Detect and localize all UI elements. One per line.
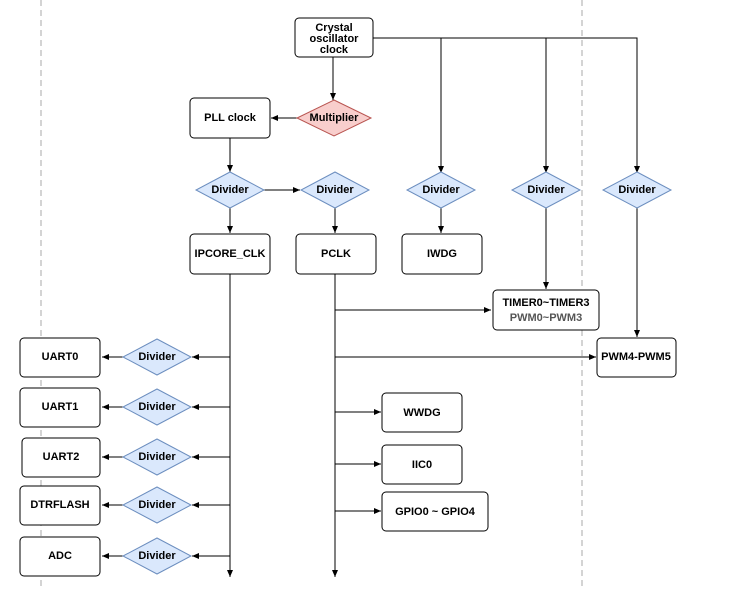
divider-adc: Divider <box>121 537 193 575</box>
crystal-oscillator-clock: Crystal oscillator clock <box>294 17 374 58</box>
gpio: GPIO0 ~ GPIO4 <box>381 491 489 532</box>
divider-uart1: Divider <box>121 388 193 426</box>
multiplier: Multiplier <box>295 99 373 137</box>
uart2-label: UART2 <box>43 451 80 463</box>
ipcore-clk: IPCORE_CLK <box>189 233 271 275</box>
pwm-label: PWM0~PWM3 <box>510 312 582 324</box>
pll-label: PLL clock <box>204 112 257 124</box>
dtrflash: DTRFLASH <box>19 485 101 526</box>
uart0-label: UART0 <box>42 351 79 363</box>
divider-uart2: Divider <box>121 438 193 476</box>
adc: ADC <box>19 536 101 577</box>
divider-label: Divider <box>138 401 176 413</box>
divider-timer: Divider <box>510 171 582 209</box>
iwdg: IWDG <box>401 233 483 275</box>
divider-label: Divider <box>138 451 176 463</box>
uart1-label: UART1 <box>42 401 79 413</box>
divider-label: Divider <box>138 499 176 511</box>
crystal-label-2: oscillator <box>310 33 360 45</box>
adc-label: ADC <box>48 550 72 562</box>
iic0-label: IIC0 <box>412 459 432 471</box>
divider-pclk: Divider <box>299 171 371 209</box>
uart1: UART1 <box>19 387 101 428</box>
wwdg-label: WWDG <box>403 407 440 419</box>
pwm45-label: PWM4-PWM5 <box>601 351 671 363</box>
gpio-label: GPIO0 ~ GPIO4 <box>395 506 476 518</box>
divider-dtrflash: Divider <box>121 486 193 524</box>
divider-label: Divider <box>211 184 249 196</box>
uart0: UART0 <box>19 337 101 378</box>
divider-pwm45: Divider <box>601 171 673 209</box>
multiplier-label: Multiplier <box>310 112 360 124</box>
divider-iwdg: Divider <box>405 171 477 209</box>
crystal-label-1: Crystal <box>315 22 352 34</box>
ipcore-label: IPCORE_CLK <box>195 248 266 260</box>
iwdg-label: IWDG <box>427 248 457 260</box>
wwdg: WWDG <box>381 392 463 433</box>
divider-label: Divider <box>138 550 176 562</box>
uart2: UART2 <box>21 437 101 478</box>
timer-label: TIMER0~TIMER3 <box>502 297 589 309</box>
pwm4-pwm5: PWM4-PWM5 <box>596 337 677 378</box>
crystal-label-3: clock <box>320 44 349 56</box>
divider-label: Divider <box>316 184 354 196</box>
divider-uart0: Divider <box>121 338 193 376</box>
divider-label: Divider <box>618 184 656 196</box>
divider-label: Divider <box>527 184 565 196</box>
iic0: IIC0 <box>381 444 463 485</box>
divider-label: Divider <box>138 351 176 363</box>
timer-pwm: TIMER0~TIMER3 PWM0~PWM3 <box>492 289 600 331</box>
pclk-label: PCLK <box>321 248 351 260</box>
dtrflash-label: DTRFLASH <box>30 499 89 511</box>
connectors <box>102 37 640 577</box>
pclk: PCLK <box>295 233 377 275</box>
divider-ipcore: Divider <box>194 171 266 209</box>
pll-clock: PLL clock <box>189 97 271 139</box>
divider-label: Divider <box>422 184 460 196</box>
